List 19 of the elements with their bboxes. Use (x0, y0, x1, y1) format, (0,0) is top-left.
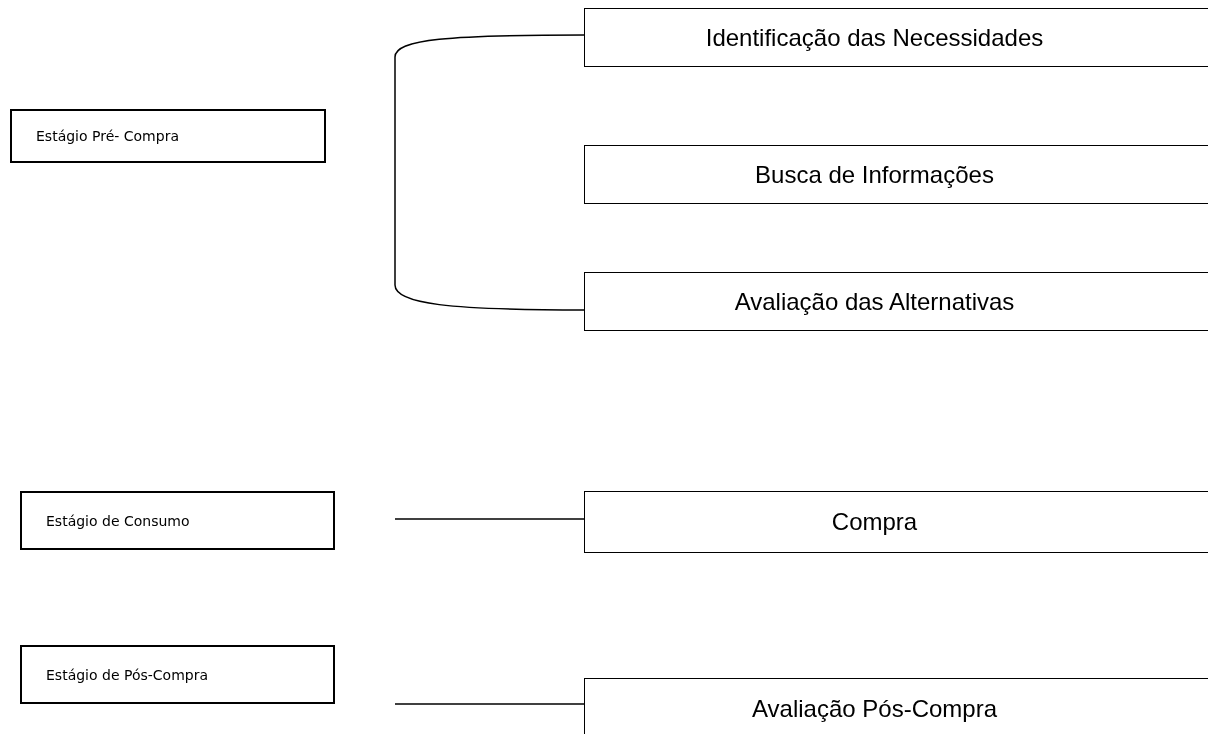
stage-box (20, 491, 335, 550)
box-label: Busca de Informações (755, 160, 994, 189)
box-label: Identificação das Necessidades (705, 23, 1044, 52)
stage-box (10, 109, 326, 163)
step-box (584, 272, 1208, 331)
step-box (584, 8, 1208, 67)
box-label: Estágio de Pós-Compra (46, 666, 208, 683)
box-label: Estágio de Consumo (46, 512, 190, 529)
box-label: Avaliação das Alternativas (734, 287, 1015, 316)
step-box (584, 678, 1208, 734)
box-label: Avaliação Pós-Compra (752, 694, 997, 723)
connector-line (394, 703, 585, 705)
step-box (584, 145, 1208, 204)
box-label: Estágio Pré- Compra (36, 128, 179, 144)
stage-box (20, 645, 335, 704)
connector-line (394, 518, 585, 520)
connector-line (394, 34, 585, 311)
box-label: Compra (831, 508, 918, 536)
step-box (584, 491, 1208, 553)
